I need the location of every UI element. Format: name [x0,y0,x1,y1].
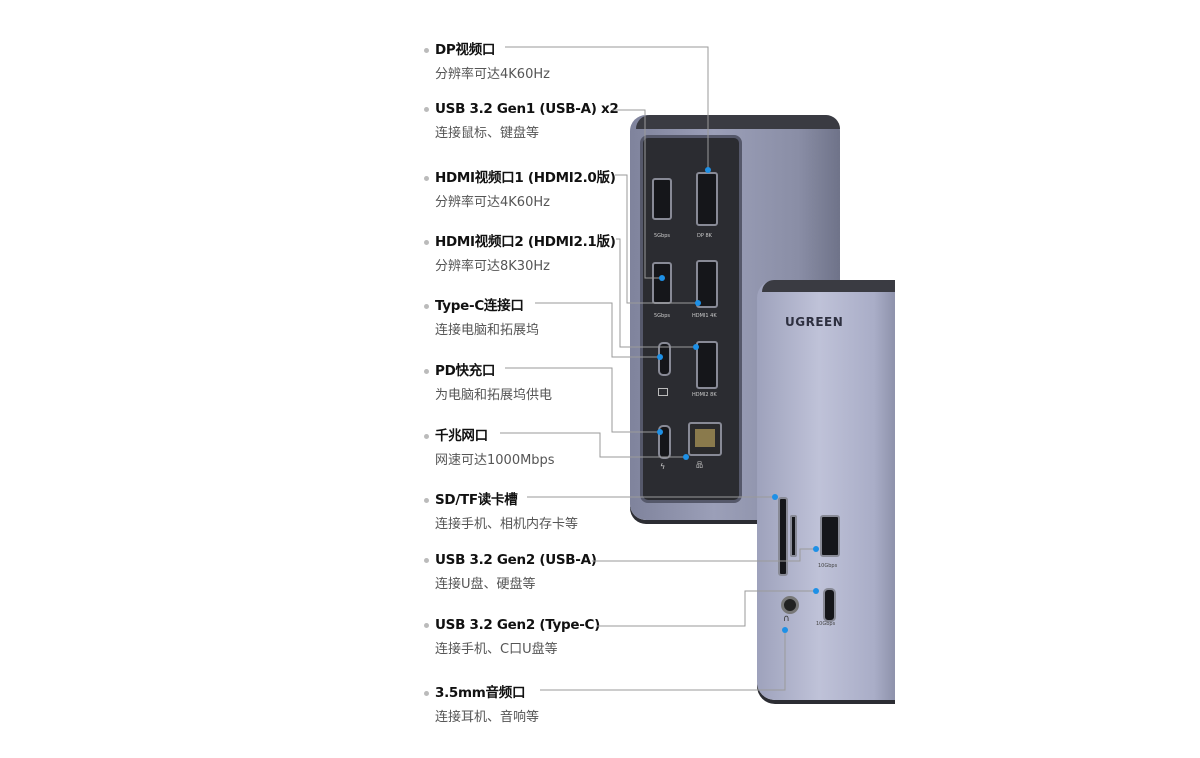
port-marker-dot [705,167,711,173]
callout-title: DP视频口 [424,38,550,58]
leader-line [500,432,686,458]
callout-title: PD快充口 [424,359,552,379]
dock-back-cap [636,115,840,129]
leader-line [505,46,709,170]
port-label: 5Gbps [654,233,671,239]
port-marker-dot [659,275,665,281]
callout-title: SD/TF读卡槽 [424,488,578,508]
laptop-icon [658,388,668,396]
port-label: DP 8K [697,233,712,239]
callout-title: Type-C连接口 [424,294,539,314]
callout-title: USB 3.2 Gen2 (USB-A) [424,552,597,568]
hdmi-port-1 [696,260,718,308]
callout-title: 千兆网口 [424,424,555,444]
callout-desc: 连接耳机、音响等 [435,710,540,725]
callout-desc: 为电脑和拓展坞供电 [435,388,553,403]
callout: USB 3.2 Gen2 (Type-C) 连接手机、C口U盘等 [424,617,600,657]
usb-a-gen2-port [820,515,840,557]
port-label: 5Gbps [654,313,671,319]
network-icon: 品 [696,461,703,469]
leader-line [615,174,698,304]
callout: USB 3.2 Gen1 (USB-A) x2 连接鼠标、键盘等 [424,101,619,141]
port-label: 10Gbps [818,563,838,569]
callout: HDMI视频口1 (HDMI2.0版) 分辨率可达4K60Hz [424,166,616,210]
callout-desc: 连接鼠标、键盘等 [435,126,540,141]
callout: PD快充口为电脑和拓展坞供电 [424,359,552,403]
port-label: HDMI2 8K [692,392,717,398]
port-label: HDMI1 4K [692,313,717,319]
callout-title: 3.5mm音频口 [424,681,539,701]
callout-title: HDMI视频口2 (HDMI2.1版) [424,230,616,250]
port-marker-dot [657,354,663,360]
callout-title: USB 3.2 Gen2 (Type-C) [424,617,600,633]
port-marker-dot [782,627,788,633]
callout: 3.5mm音频口连接耳机、音响等 [424,681,539,725]
leader-line [612,109,662,279]
type-c-gen2-port [823,588,836,622]
callout-desc: 连接手机、C口U盘等 [435,642,558,657]
brand-logo: UGREEN [785,315,844,329]
ethernet-port [688,422,722,456]
hdmi-port-2 [696,341,718,389]
callout: HDMI视频口2 (HDMI2.1版) 分辨率可达8K30Hz [424,230,616,274]
tf-card-slot [790,515,797,557]
callout: 千兆网口网速可达1000Mbps [424,424,555,468]
callout-desc: 网速可达1000Mbps [435,453,555,468]
port-marker-dot [683,454,689,460]
leader-line [592,548,816,562]
leader-line [535,302,660,358]
callout-desc: 连接电脑和拓展坞 [435,323,540,338]
port-marker-dot [695,300,701,306]
callout-title: HDMI视频口1 (HDMI2.0版) [424,166,616,186]
port-marker-dot [813,588,819,594]
callout-desc: 连接U盘、硬盘等 [435,577,536,592]
callout-desc: 分辨率可达4K60Hz [435,195,550,210]
port-label: 10Gbps [816,621,836,627]
port-marker-dot [657,429,663,435]
sd-card-slot [778,497,788,576]
dp-port [696,172,718,226]
port-marker-dot [693,344,699,350]
port-marker-dot [772,494,778,500]
lightning-icon: ϟ [660,462,666,471]
callout-desc: 分辨率可达8K30Hz [435,259,550,274]
leader-line [505,367,660,433]
callout-title: USB 3.2 Gen1 (USB-A) x2 [424,101,619,117]
callout: Type-C连接口连接电脑和拓展坞 [424,294,539,338]
leader-line [616,238,696,348]
leader-line [540,630,786,691]
audio-jack [781,596,799,614]
dock-front-unit [757,280,895,700]
headphone-icon: ∩ [783,614,790,624]
callout: DP视频口分辨率可达4K60Hz [424,38,550,82]
dock-front-cap [762,280,895,292]
callout-desc: 分辨率可达4K60Hz [435,67,550,82]
port-marker-dot [813,546,819,552]
leader-line [597,590,816,627]
usb-a-port-1 [652,178,672,220]
callout-desc: 连接手机、相机内存卡等 [435,517,579,532]
callout: SD/TF读卡槽连接手机、相机内存卡等 [424,488,578,532]
callout: USB 3.2 Gen2 (USB-A) 连接U盘、硬盘等 [424,552,597,592]
